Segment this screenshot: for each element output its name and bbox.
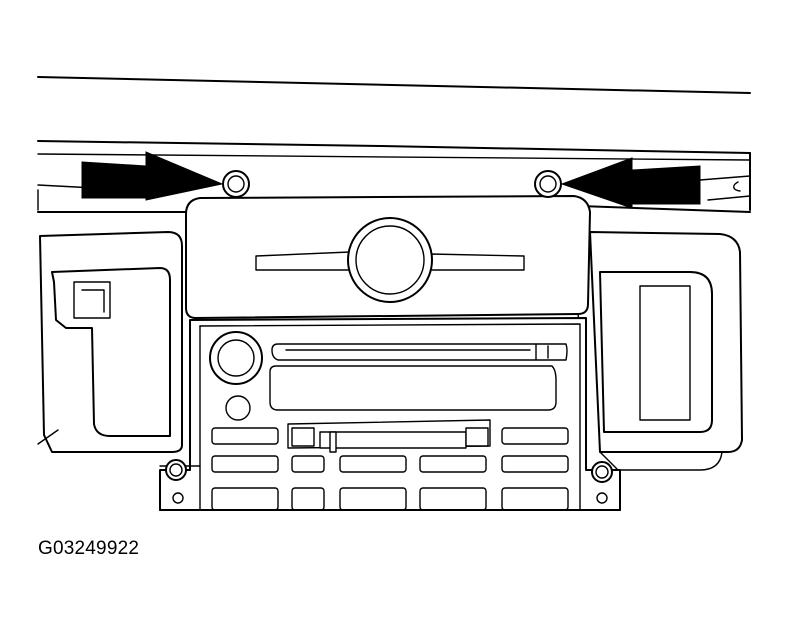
dash-top-edge bbox=[37, 76, 751, 211]
cd-slot bbox=[271, 343, 568, 361]
right-arrow-icon bbox=[560, 157, 701, 209]
center-medallion bbox=[255, 217, 525, 303]
button-row-2 bbox=[211, 455, 569, 473]
left-arrow-icon bbox=[81, 151, 224, 201]
left-bracket-screw bbox=[165, 459, 187, 504]
tape-slot bbox=[287, 419, 491, 453]
left-mounting-nut bbox=[222, 170, 250, 198]
right-air-vent bbox=[589, 231, 743, 471]
dash-panel bbox=[37, 205, 751, 213]
button-row-3 bbox=[211, 487, 569, 511]
power-button bbox=[225, 395, 251, 421]
volume-knob bbox=[209, 331, 263, 385]
right-mounting-nut bbox=[534, 170, 562, 198]
figure-id-label: G03249922 bbox=[38, 538, 140, 559]
display-window bbox=[269, 365, 557, 411]
left-air-vent bbox=[37, 231, 183, 453]
right-bracket-screw bbox=[591, 461, 613, 504]
button-row-1 bbox=[211, 427, 569, 445]
